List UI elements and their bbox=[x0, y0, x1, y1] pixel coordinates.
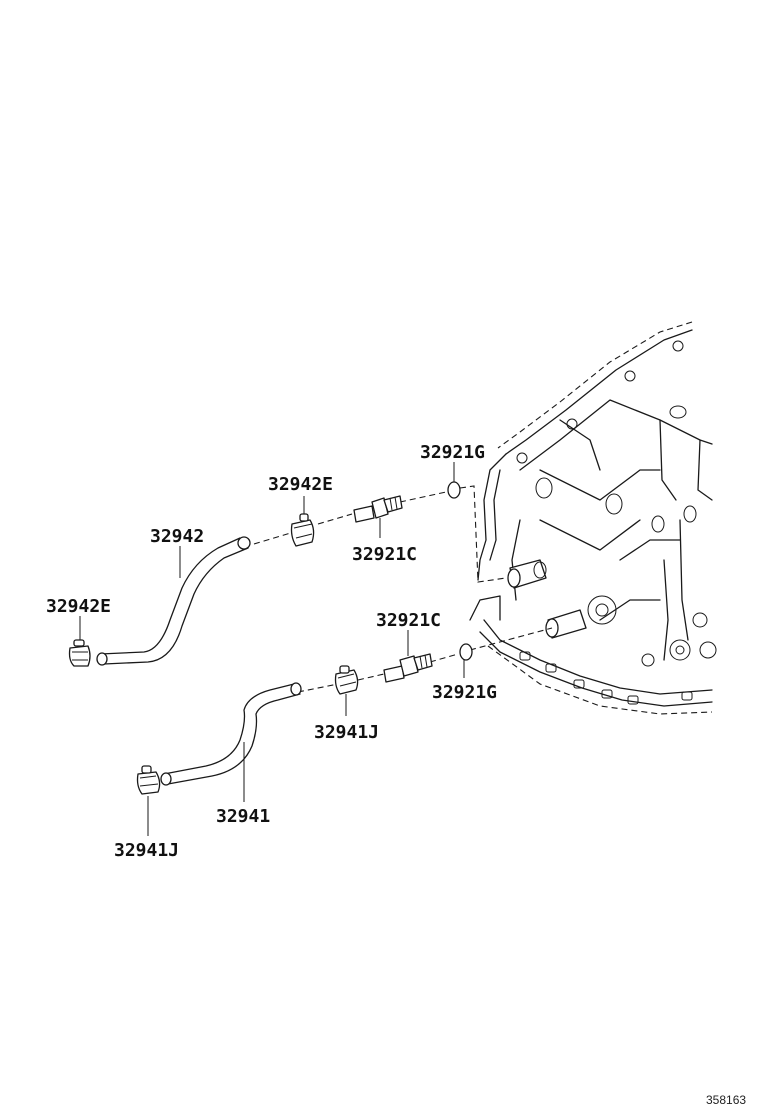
label-32941j-right[interactable]: 32941J bbox=[314, 722, 379, 743]
label-32942e-left[interactable]: 32942E bbox=[46, 596, 111, 617]
leader-lines bbox=[79, 462, 465, 836]
lower-alignment-line bbox=[297, 627, 553, 693]
clamp-32942e-left[interactable] bbox=[68, 639, 91, 667]
label-32921c-top[interactable]: 32921C bbox=[352, 544, 417, 565]
diagram-reference-number: 358163 bbox=[706, 1093, 746, 1107]
label-32921g-top[interactable]: 32921G bbox=[420, 442, 485, 463]
label-32941[interactable]: 32941 bbox=[216, 806, 270, 827]
clamp-32941j-left[interactable] bbox=[136, 765, 161, 795]
label-32942[interactable]: 32942 bbox=[150, 526, 204, 547]
gasket-32921g-upper[interactable] bbox=[447, 481, 461, 499]
transmission-housing bbox=[469, 321, 717, 715]
hose-32941[interactable] bbox=[160, 682, 302, 786]
clamp-32942e-upper[interactable] bbox=[290, 513, 315, 547]
clamp-32941j-right[interactable] bbox=[334, 665, 359, 695]
label-32941j-left[interactable]: 32941J bbox=[114, 840, 179, 861]
upper-alignment-line bbox=[253, 485, 507, 583]
label-32921c-bottom[interactable]: 32921C bbox=[376, 610, 441, 631]
union-32921c-lower[interactable] bbox=[383, 653, 433, 683]
label-32942e-top[interactable]: 32942E bbox=[268, 474, 333, 495]
gasket-32921g-lower[interactable] bbox=[459, 643, 473, 661]
hose-32942[interactable] bbox=[96, 536, 251, 666]
union-32921c-upper[interactable] bbox=[353, 495, 403, 523]
label-32921g-bottom[interactable]: 32921G bbox=[432, 682, 497, 703]
